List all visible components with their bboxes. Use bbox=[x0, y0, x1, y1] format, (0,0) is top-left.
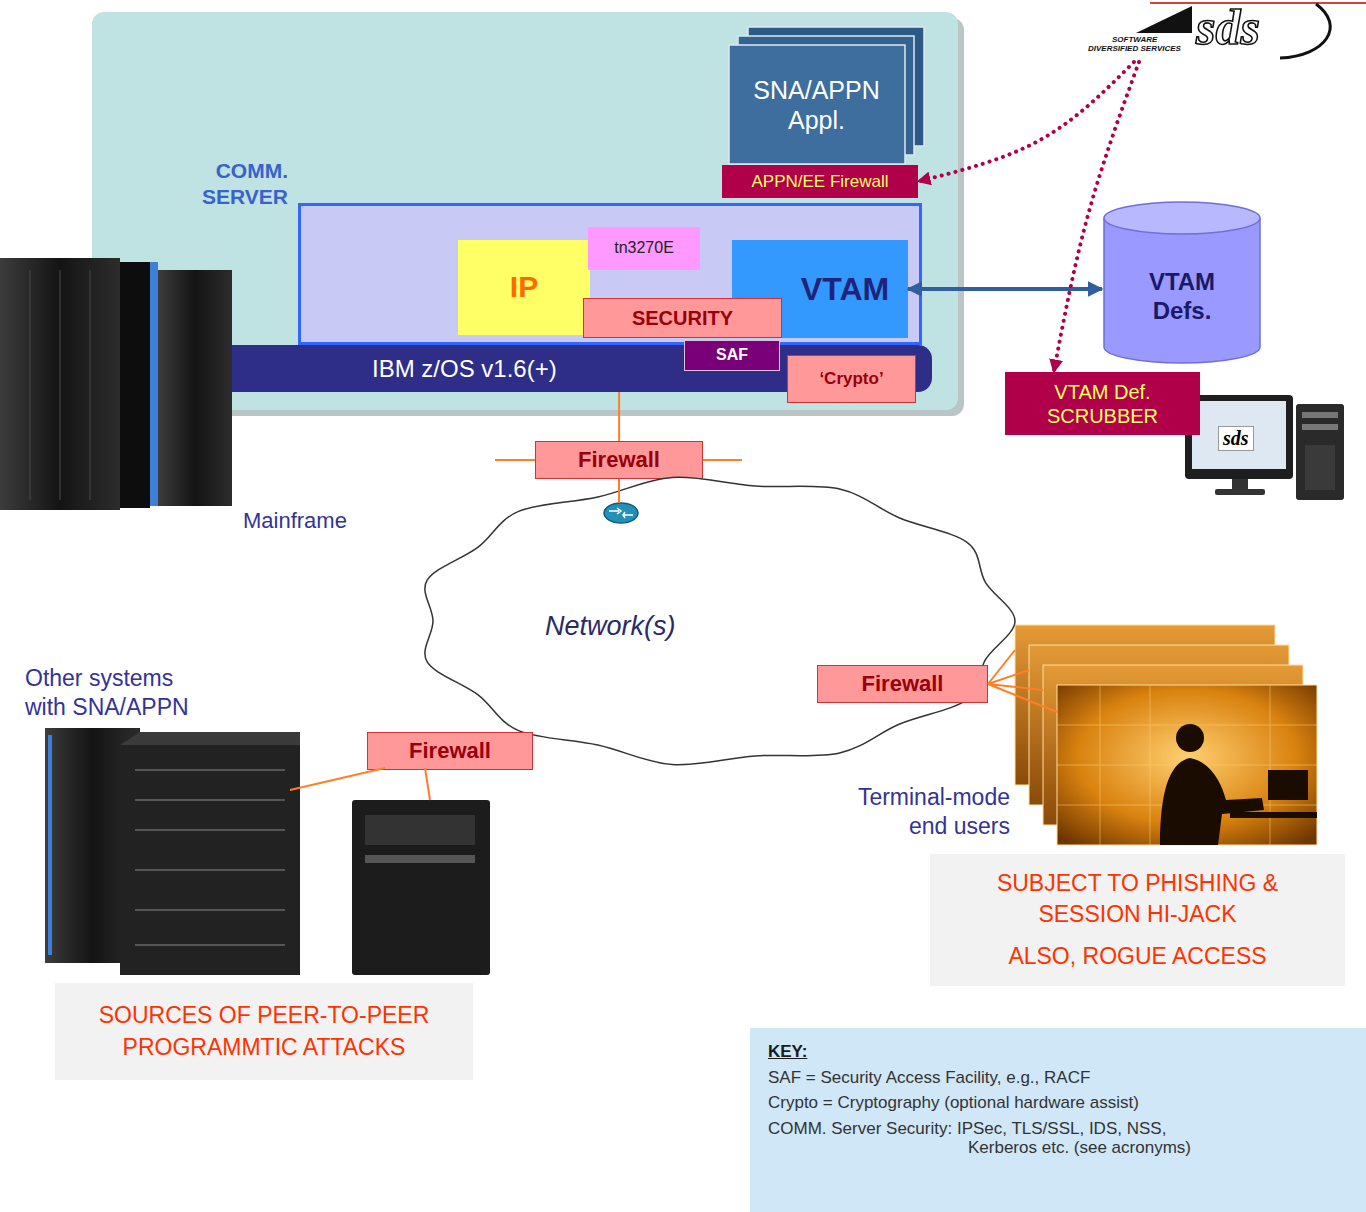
small-server bbox=[352, 800, 490, 975]
logo-swoosh bbox=[1280, 4, 1330, 58]
cabinet-detail bbox=[30, 270, 90, 500]
router-arrows bbox=[609, 508, 633, 518]
key-box: KEY: SAF = Security Access Facility, e.g.… bbox=[750, 1028, 1366, 1212]
pc-tower bbox=[1296, 404, 1344, 500]
user-silhouette bbox=[1176, 724, 1204, 752]
server-front bbox=[365, 855, 475, 863]
user-desk bbox=[1230, 812, 1317, 818]
threat-note: SOURCES OF PEER-TO-PEER PROGRAMMTIC ATTA… bbox=[55, 983, 473, 1080]
server-heading: COMM. SERVER bbox=[180, 158, 288, 211]
box-label: Firewall bbox=[862, 671, 944, 696]
network-link bbox=[618, 479, 620, 503]
box-label: VTAM Defs. bbox=[1127, 268, 1237, 326]
logo-text: SOFTWARE DIVERSIFIED SERVICES bbox=[1088, 35, 1198, 53]
tower-front bbox=[1305, 445, 1335, 490]
box-label: ALSO, ROGUE ACCESS bbox=[1008, 941, 1266, 972]
dotted-pointer bbox=[918, 62, 1134, 182]
screen-grid bbox=[1057, 685, 1317, 845]
box-label: SECURITY bbox=[632, 307, 733, 330]
box-label: Firewall bbox=[409, 738, 491, 763]
firewall-box: Firewall bbox=[817, 665, 988, 703]
box-label: SOURCES OF PEER-TO-PEER PROGRAMMTIC ATTA… bbox=[69, 1000, 459, 1062]
cylinder-body bbox=[1104, 218, 1260, 363]
monitor bbox=[1185, 395, 1293, 479]
box-label: SAF bbox=[716, 346, 748, 364]
security-box: ‘Crypto’ bbox=[787, 355, 916, 403]
firewall-box: Firewall bbox=[535, 441, 703, 479]
server-rack bbox=[120, 745, 300, 975]
network-link bbox=[618, 392, 620, 441]
router-icon bbox=[604, 503, 638, 523]
security-box: SECURITY bbox=[583, 298, 782, 338]
network-wire bbox=[988, 650, 1057, 712]
protocol-box: tn3270E bbox=[588, 227, 700, 270]
mainframe-cabinet bbox=[0, 258, 120, 510]
key-entry: COMM. Server Security: IPSec, TLS/SSL, I… bbox=[768, 1119, 1238, 1158]
box-label: APPN/EE Firewall bbox=[752, 172, 889, 192]
logo-mark: sds bbox=[1196, 2, 1260, 52]
monitor-stand bbox=[1232, 479, 1248, 489]
system-label: Mainframe bbox=[243, 508, 347, 533]
system-label: Other systems with SNA/APPN bbox=[25, 664, 210, 722]
firewall-label: APPN/EE Firewall bbox=[722, 165, 918, 198]
stack-sheet bbox=[729, 45, 905, 164]
server-stripe bbox=[48, 735, 52, 955]
box-label: IP bbox=[510, 270, 538, 305]
box-label: VTAM bbox=[801, 271, 889, 308]
network-cloud: Network(s) bbox=[405, 465, 1025, 775]
mainframe-door bbox=[120, 262, 150, 508]
cloud-outline bbox=[405, 465, 1025, 775]
mainframe-stripe bbox=[150, 262, 158, 506]
logo-wedge bbox=[1136, 6, 1192, 33]
box-label: VTAM Def. SCRUBBER bbox=[1028, 380, 1178, 428]
application-stack: SNA/APPN Appl. bbox=[728, 27, 925, 165]
mainframe-cabinet bbox=[158, 270, 232, 506]
user-silhouette bbox=[1160, 758, 1264, 845]
logo-mark: sds bbox=[1218, 426, 1254, 451]
server-box: COMM. SERVERIPtn3270EVTAMSECURITY bbox=[298, 203, 922, 345]
box-label: ‘Crypto’ bbox=[819, 369, 883, 389]
drive-bay bbox=[1302, 412, 1338, 418]
network-wire bbox=[290, 768, 430, 800]
firewall-box: Firewall bbox=[367, 732, 533, 770]
key-entry: Crypto = Cryptography (optional hardware… bbox=[768, 1093, 1139, 1113]
key-entry: SAF = Security Access Facility, e.g., RA… bbox=[768, 1068, 1090, 1088]
database-cylinder: VTAM Defs. bbox=[1102, 200, 1262, 365]
company-logo: sdsSOFTWARE DIVERSIFIED SERVICES bbox=[1088, 0, 1343, 62]
box-label: SNA/APPN Appl. bbox=[742, 75, 892, 135]
data-arrow bbox=[908, 287, 1102, 291]
system-label: Terminal-mode end users bbox=[830, 783, 1010, 841]
key-heading: KEY: bbox=[768, 1042, 807, 1062]
user-screen bbox=[1057, 685, 1317, 845]
box-label: tn3270E bbox=[614, 239, 674, 257]
rack-bays bbox=[135, 770, 285, 945]
security-box: SAF bbox=[684, 340, 780, 371]
box-label: Network(s) bbox=[545, 611, 676, 642]
protocol-box: IP bbox=[458, 240, 590, 335]
box-label: IBM z/OS v1.6(+) bbox=[372, 355, 557, 383]
monitor-base bbox=[1215, 489, 1265, 495]
cloud-shape bbox=[425, 477, 1015, 765]
user-terminal bbox=[1268, 770, 1308, 800]
rack-top bbox=[120, 732, 300, 745]
server-front bbox=[365, 815, 475, 845]
tool-box: VTAM Def. SCRUBBER bbox=[1005, 372, 1200, 435]
drive-bay bbox=[1302, 424, 1338, 430]
os-band: IBM z/OS v1.6(+) SAF ‘Crypto’ bbox=[232, 345, 932, 392]
monitor-screen bbox=[1192, 401, 1286, 469]
cylinder-top bbox=[1104, 202, 1260, 234]
box-label: SUBJECT TO PHISHING & SESSION HI-JACK bbox=[944, 868, 1331, 930]
threat-note: SUBJECT TO PHISHING & SESSION HI-JACK ALS… bbox=[930, 854, 1345, 986]
box-label: Firewall bbox=[578, 447, 660, 472]
